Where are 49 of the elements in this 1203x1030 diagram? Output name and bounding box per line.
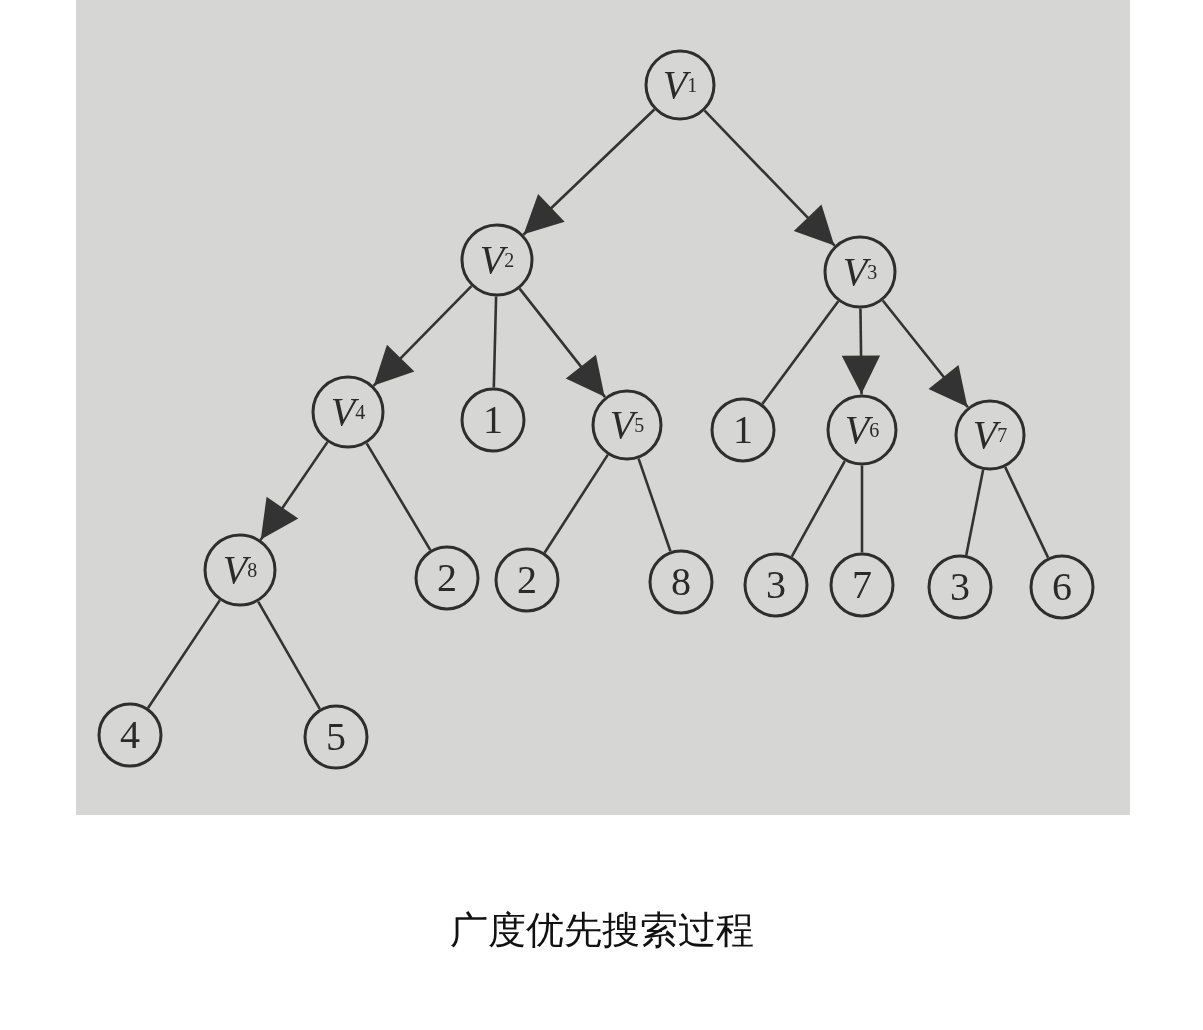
- node-label: 1: [732, 406, 754, 454]
- circle-node: [826, 394, 898, 466]
- circle-node: [97, 702, 163, 768]
- connector-line: [146, 599, 221, 709]
- arrow: [518, 287, 607, 398]
- circle-node: [494, 547, 560, 613]
- node-label: 5: [325, 713, 347, 761]
- node-label: 2: [516, 556, 538, 604]
- node-label: 7: [851, 561, 873, 609]
- connector-line: [860, 465, 864, 553]
- node-label: 2: [436, 554, 458, 602]
- connector-line: [637, 458, 672, 552]
- node-label: 6: [1051, 563, 1073, 611]
- circle-node: [710, 397, 776, 463]
- connector-line: [965, 469, 985, 556]
- circle-node: [927, 554, 993, 620]
- circle-node: [1029, 554, 1095, 620]
- circle-node: [829, 552, 895, 618]
- connector-line: [365, 442, 432, 551]
- connector-line: [1004, 466, 1050, 559]
- circle-node: [954, 399, 1026, 471]
- connector-line: [761, 300, 840, 405]
- arrow: [703, 109, 836, 247]
- connector-line: [492, 296, 498, 388]
- circle-node: [648, 549, 714, 615]
- circle-node: [460, 387, 526, 453]
- arrow: [841, 308, 881, 395]
- connector-line: [257, 601, 321, 710]
- arrow: [372, 285, 473, 387]
- connector-line: [790, 460, 846, 558]
- circle-node: [644, 49, 716, 121]
- circle-node: [311, 375, 385, 449]
- arrow: [522, 108, 656, 236]
- circle-node: [303, 704, 369, 770]
- arrow: [881, 299, 969, 409]
- circle-node: [414, 545, 480, 611]
- connector-line: [543, 454, 609, 554]
- arrow: [259, 441, 329, 541]
- circle-node: [823, 235, 897, 309]
- caption: 广度优先搜索过程: [449, 907, 754, 954]
- circle-node: [743, 552, 809, 618]
- circle-node: [203, 533, 277, 607]
- node-label: 8: [670, 558, 692, 606]
- circle-node: [460, 223, 534, 297]
- circle-node: [591, 389, 663, 461]
- node-label: 4: [119, 711, 141, 759]
- node-label: 1: [482, 396, 504, 444]
- node-label: 3: [949, 563, 971, 611]
- node-label: 3: [765, 561, 787, 609]
